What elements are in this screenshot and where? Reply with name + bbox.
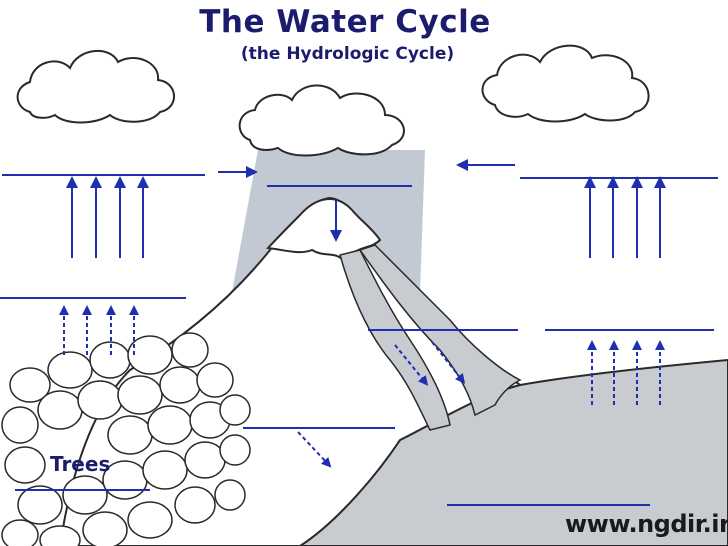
blank-label-lines <box>0 174 718 506</box>
cloud-icon <box>481 44 650 123</box>
arrow-icon <box>297 341 466 468</box>
arrow-icon <box>584 176 666 258</box>
tree-icon <box>1 332 251 546</box>
cloud-icon <box>238 84 405 157</box>
arrow-icon <box>218 159 515 178</box>
arrow-icon <box>66 176 149 258</box>
page-title: The Water Cycle <box>199 4 491 40</box>
cloud-icon <box>16 49 175 124</box>
page-subtitle: (the Hydrologic Cycle) <box>240 44 455 64</box>
arrow-icon <box>59 305 139 355</box>
arrow-icon <box>587 340 665 405</box>
watermark-url: www.ngdir.ir <box>565 510 728 538</box>
trees-label: Trees <box>50 452 111 476</box>
